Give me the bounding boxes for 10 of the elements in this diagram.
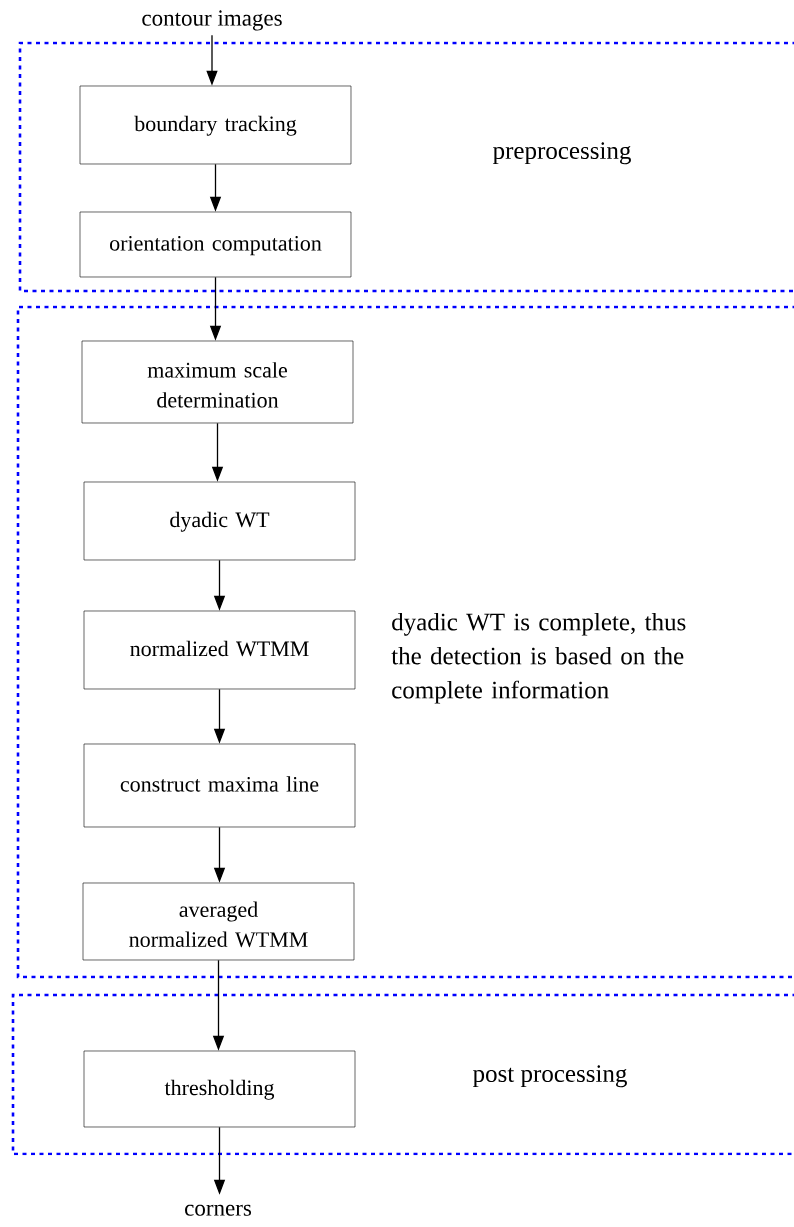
process-box: maximum scale determination <box>81 340 354 424</box>
process-box: construct maxima line <box>83 743 356 828</box>
flow-label: corners <box>185 1204 251 1216</box>
process-box: orientation computation <box>79 211 352 278</box>
process-box: thresholding <box>83 1050 356 1128</box>
process-box: dyadic WT <box>83 481 356 561</box>
process-box: boundary tracking <box>79 85 352 165</box>
flow-label: contour images <box>142 10 282 31</box>
process-box: averaged normalized WTMM <box>82 882 355 961</box>
process-box: normalized WTMM <box>83 610 356 690</box>
